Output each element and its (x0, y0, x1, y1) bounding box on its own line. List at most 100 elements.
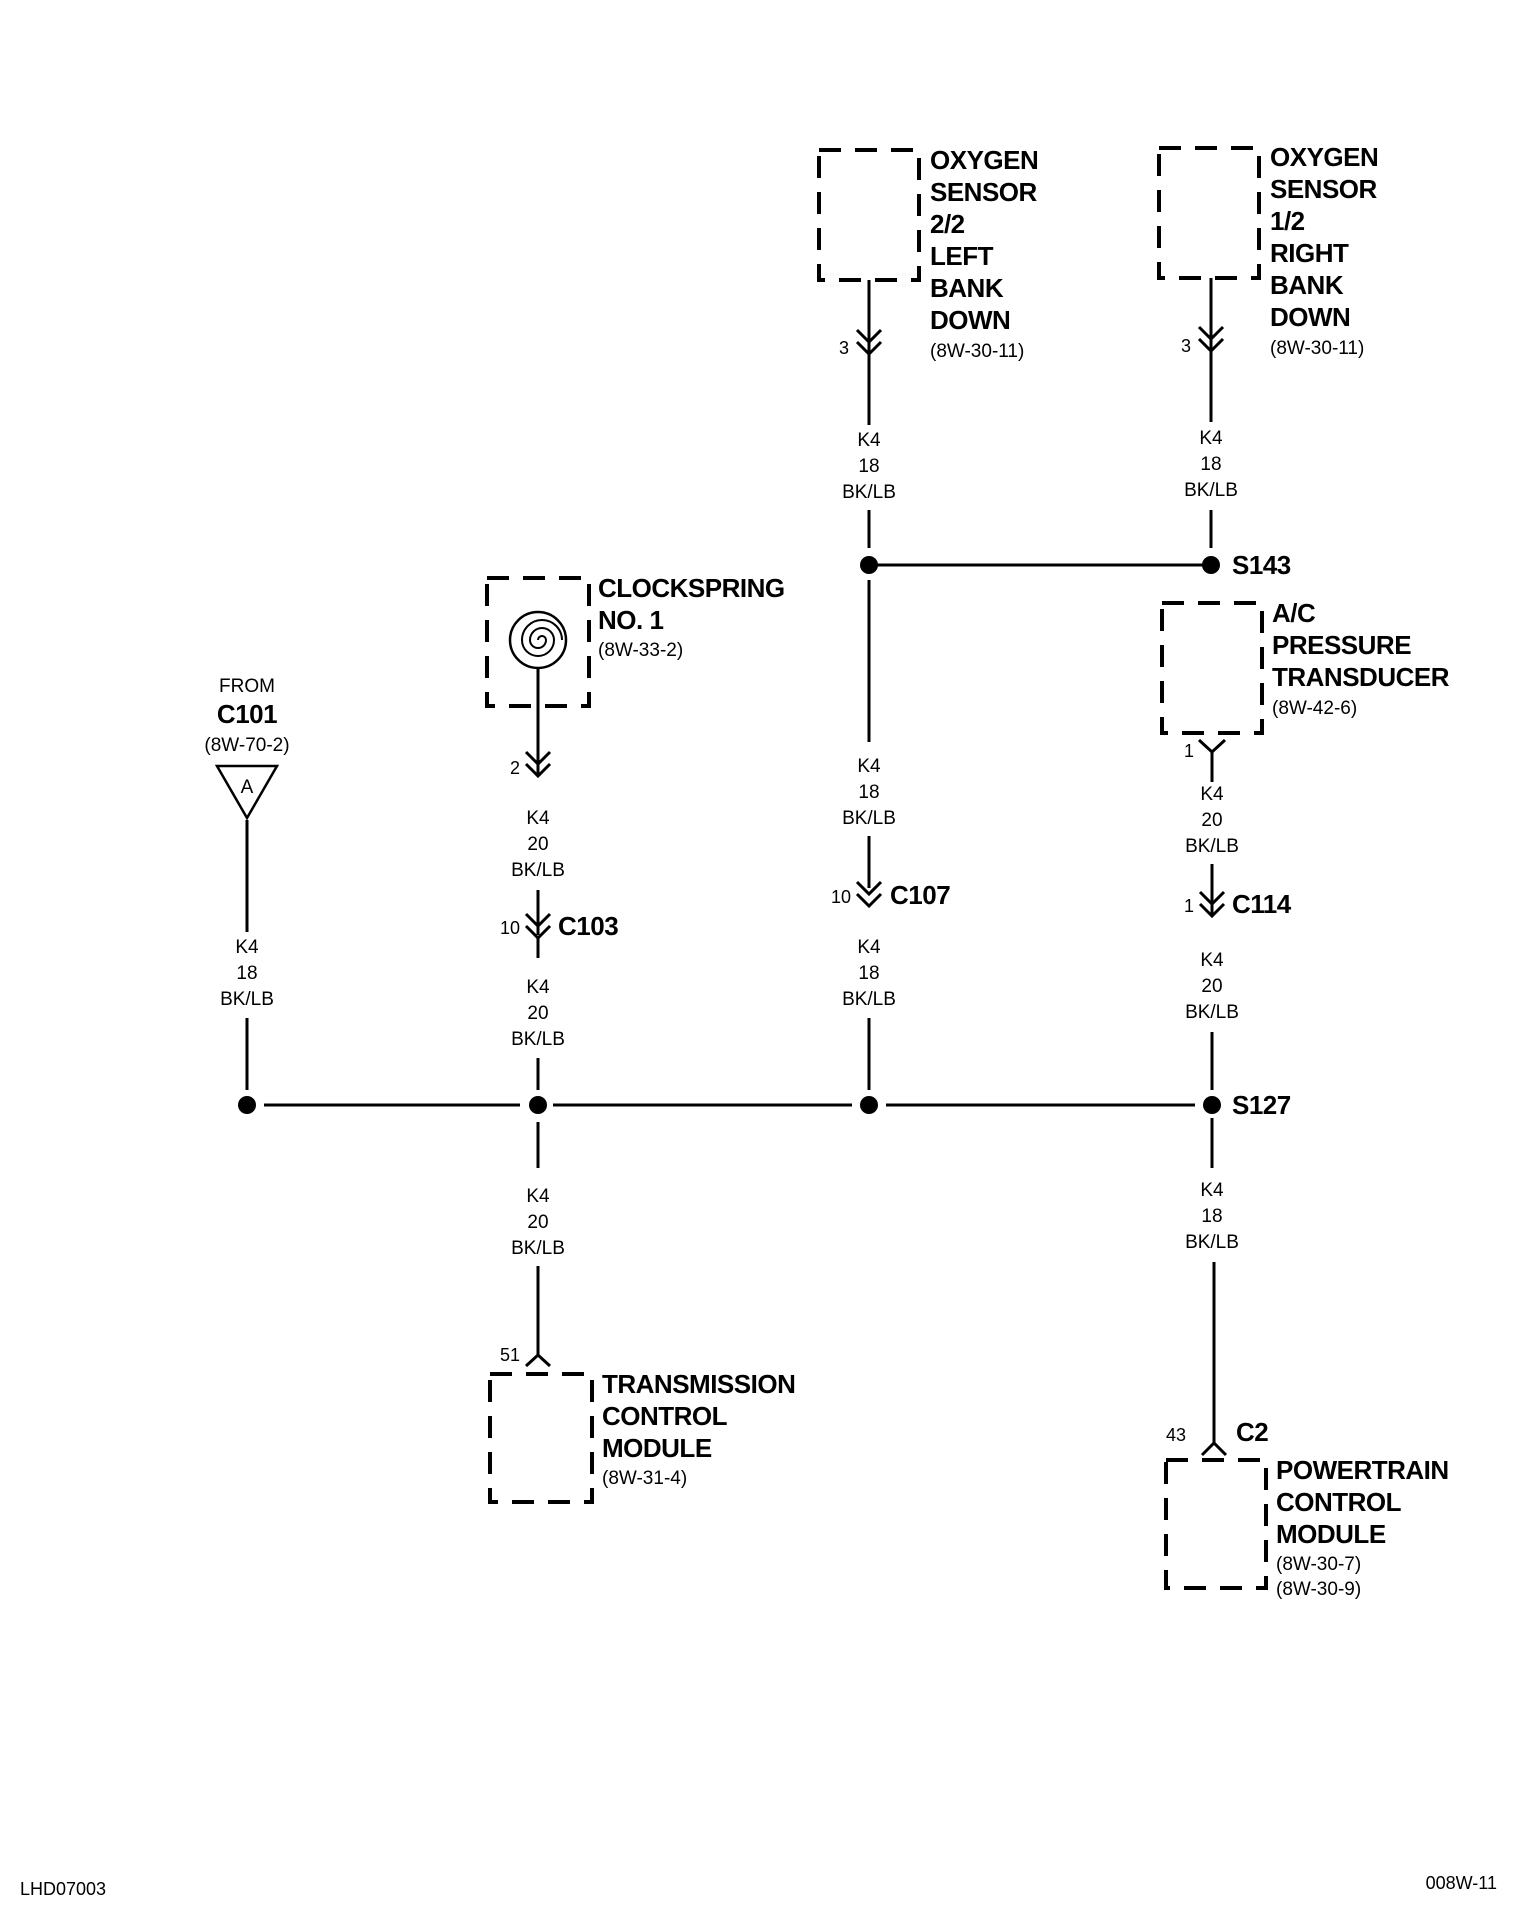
mid-lower-gauge: 18 (858, 963, 879, 984)
o2l-line-4: LEFT (930, 241, 994, 271)
o2r-ref: (8W-30-11) (1270, 338, 1364, 359)
c101-from-label: FROM (219, 676, 275, 697)
pcm-ref-2: (8W-30-9) (1276, 1579, 1361, 1600)
c114-pin: 1 (1184, 896, 1194, 916)
pcm-wire-color: BK/LB (1185, 1232, 1239, 1253)
footer-right-code: 008W-11 (1426, 1873, 1497, 1893)
o2r-wire-color: BK/LB (1184, 480, 1238, 501)
s127-junction-c101 (238, 1096, 256, 1114)
tcm-line-3: MODULE (602, 1433, 712, 1463)
o2l-wire-gauge: 18 (858, 456, 879, 477)
tcm-ref: (8W-31-4) (602, 1468, 687, 1489)
ac-upper-circuit: K4 (1200, 784, 1224, 805)
c114-connector-symbol (1198, 890, 1226, 919)
o2l-line-2: SENSOR (930, 177, 1038, 207)
mid-lower-color: BK/LB (842, 989, 896, 1010)
ac-line-3: TRANSDUCER (1272, 662, 1450, 692)
ac-connector-symbol (1197, 738, 1227, 755)
cs-upper-gauge: 20 (527, 834, 548, 855)
mid-lower-circuit: K4 (857, 937, 881, 958)
ac-line-2: PRESSURE (1272, 630, 1411, 660)
o2r-pin: 3 (1181, 336, 1191, 356)
clockspring-line-1: CLOCKSPRING (598, 573, 785, 603)
cs-lower-circuit: K4 (526, 977, 550, 998)
o2l-wire-circuit: K4 (857, 430, 881, 451)
o2r-wire-gauge: 18 (1200, 454, 1221, 475)
tcm-wire-circuit: K4 (526, 1186, 550, 1207)
ac-pressure-box (1160, 601, 1264, 735)
s143-junction-left (860, 556, 878, 574)
tcm-connector-symbol (524, 1352, 552, 1368)
tcm-pin: 51 (500, 1345, 520, 1365)
tcm-wire-gauge: 20 (527, 1212, 548, 1233)
tcm-box (488, 1372, 594, 1504)
pcm-box (1164, 1458, 1268, 1590)
c103-label: C103 (558, 911, 618, 941)
clockspring-line-2: NO. 1 (598, 605, 663, 635)
o2l-line-5: BANK (930, 273, 1004, 303)
cs-lower-color: BK/LB (511, 1029, 565, 1050)
tcm-wire-color: BK/LB (511, 1238, 565, 1259)
o2r-line-5: BANK (1270, 270, 1344, 300)
c107-pin: 10 (831, 887, 851, 907)
pcm-line-3: MODULE (1276, 1519, 1386, 1549)
c103-pin: 10 (500, 918, 520, 938)
clockspring-box (485, 576, 591, 708)
s127-label: S127 (1232, 1090, 1291, 1120)
o2l-line-6: DOWN (930, 305, 1010, 335)
c101-ref: (8W-70-2) (204, 735, 289, 756)
oxygen-sensor-left-bank: OXYGEN SENSOR 2/2 LEFT BANK DOWN (8W-30-… (817, 145, 1039, 548)
o2l-ref: (8W-30-11) (930, 341, 1024, 362)
ac-lower-gauge: 20 (1201, 976, 1222, 997)
pcm-pin: 43 (1166, 1425, 1186, 1445)
pcm-wire-gauge: 18 (1201, 1206, 1222, 1227)
o2l-line-1: OXYGEN (930, 145, 1038, 175)
clockspring-icon (520, 619, 563, 657)
c101-wire-circuit: K4 (235, 937, 259, 958)
o2l-pin: 3 (839, 338, 849, 358)
pcm-ref-1: (8W-30-7) (1276, 1554, 1361, 1575)
clockspring-connector-symbol (524, 750, 552, 779)
ac-line-1: A/C (1272, 598, 1316, 628)
splice-s143: S143 (860, 550, 1291, 580)
oxygen-sensor-right-box (1157, 146, 1261, 280)
pcm-wire-circuit: K4 (1200, 1180, 1224, 1201)
o2r-line-2: SENSOR (1270, 174, 1378, 204)
pcm-line-1: POWERTRAIN (1276, 1455, 1449, 1485)
c101-wire-gauge: 18 (236, 963, 257, 984)
from-c101: FROM C101 (8W-70-2) A K4 18 BK/LB (204, 676, 290, 1090)
o2r-line-4: RIGHT (1270, 238, 1349, 268)
cs-upper-color: BK/LB (511, 860, 565, 881)
mid-upper-gauge: 18 (858, 782, 879, 803)
c101-flag-letter: A (241, 777, 254, 798)
cs-upper-circuit: K4 (526, 808, 550, 829)
c107-label: C107 (890, 880, 950, 910)
oxygen-sensor-right-bank: OXYGEN SENSOR 1/2 RIGHT BANK DOWN (8W-30… (1157, 142, 1379, 548)
ac-upper-color: BK/LB (1185, 836, 1239, 857)
ac-lower-color: BK/LB (1185, 1002, 1239, 1023)
footer-left-code: LHD07003 (20, 1879, 106, 1899)
tcm-line-2: CONTROL (602, 1401, 728, 1431)
mid-upper-circuit: K4 (857, 756, 881, 777)
clockspring-no-1: CLOCKSPRING NO. 1 (8W-33-2) 2 K4 20 BK/L… (485, 573, 785, 1090)
c101-wire-color: BK/LB (220, 989, 274, 1010)
c101-flag-triangle (214, 764, 280, 821)
c101-name: C101 (217, 699, 277, 729)
mid-upper-color: BK/LB (842, 808, 896, 829)
o2r-wire-circuit: K4 (1199, 428, 1223, 449)
ac-pressure-transducer: A/C PRESSURE TRANSDUCER (8W-42-6) 1 K4 2… (1160, 598, 1450, 1090)
oxygen-sensor-left-box (817, 148, 921, 282)
transmission-control-module: K4 20 BK/LB 51 TRANSMISSION CONTROL MODU… (488, 1122, 796, 1504)
pcm-line-2: CONTROL (1276, 1487, 1402, 1517)
middle-wire: K4 18 BK/LB 10 C107 K4 18 BK/LB (831, 580, 951, 1090)
o2r-line-1: OXYGEN (1270, 142, 1378, 172)
clockspring-pin: 2 (510, 758, 520, 778)
ac-lower-circuit: K4 (1200, 950, 1224, 971)
s143-label: S143 (1232, 550, 1291, 580)
s143-junction-right (1202, 556, 1220, 574)
splice-s127: S127 (238, 1090, 1291, 1120)
c107-connector-symbol (855, 880, 883, 909)
o2r-line-6: DOWN (1270, 302, 1350, 332)
tcm-line-1: TRANSMISSION (602, 1369, 795, 1399)
